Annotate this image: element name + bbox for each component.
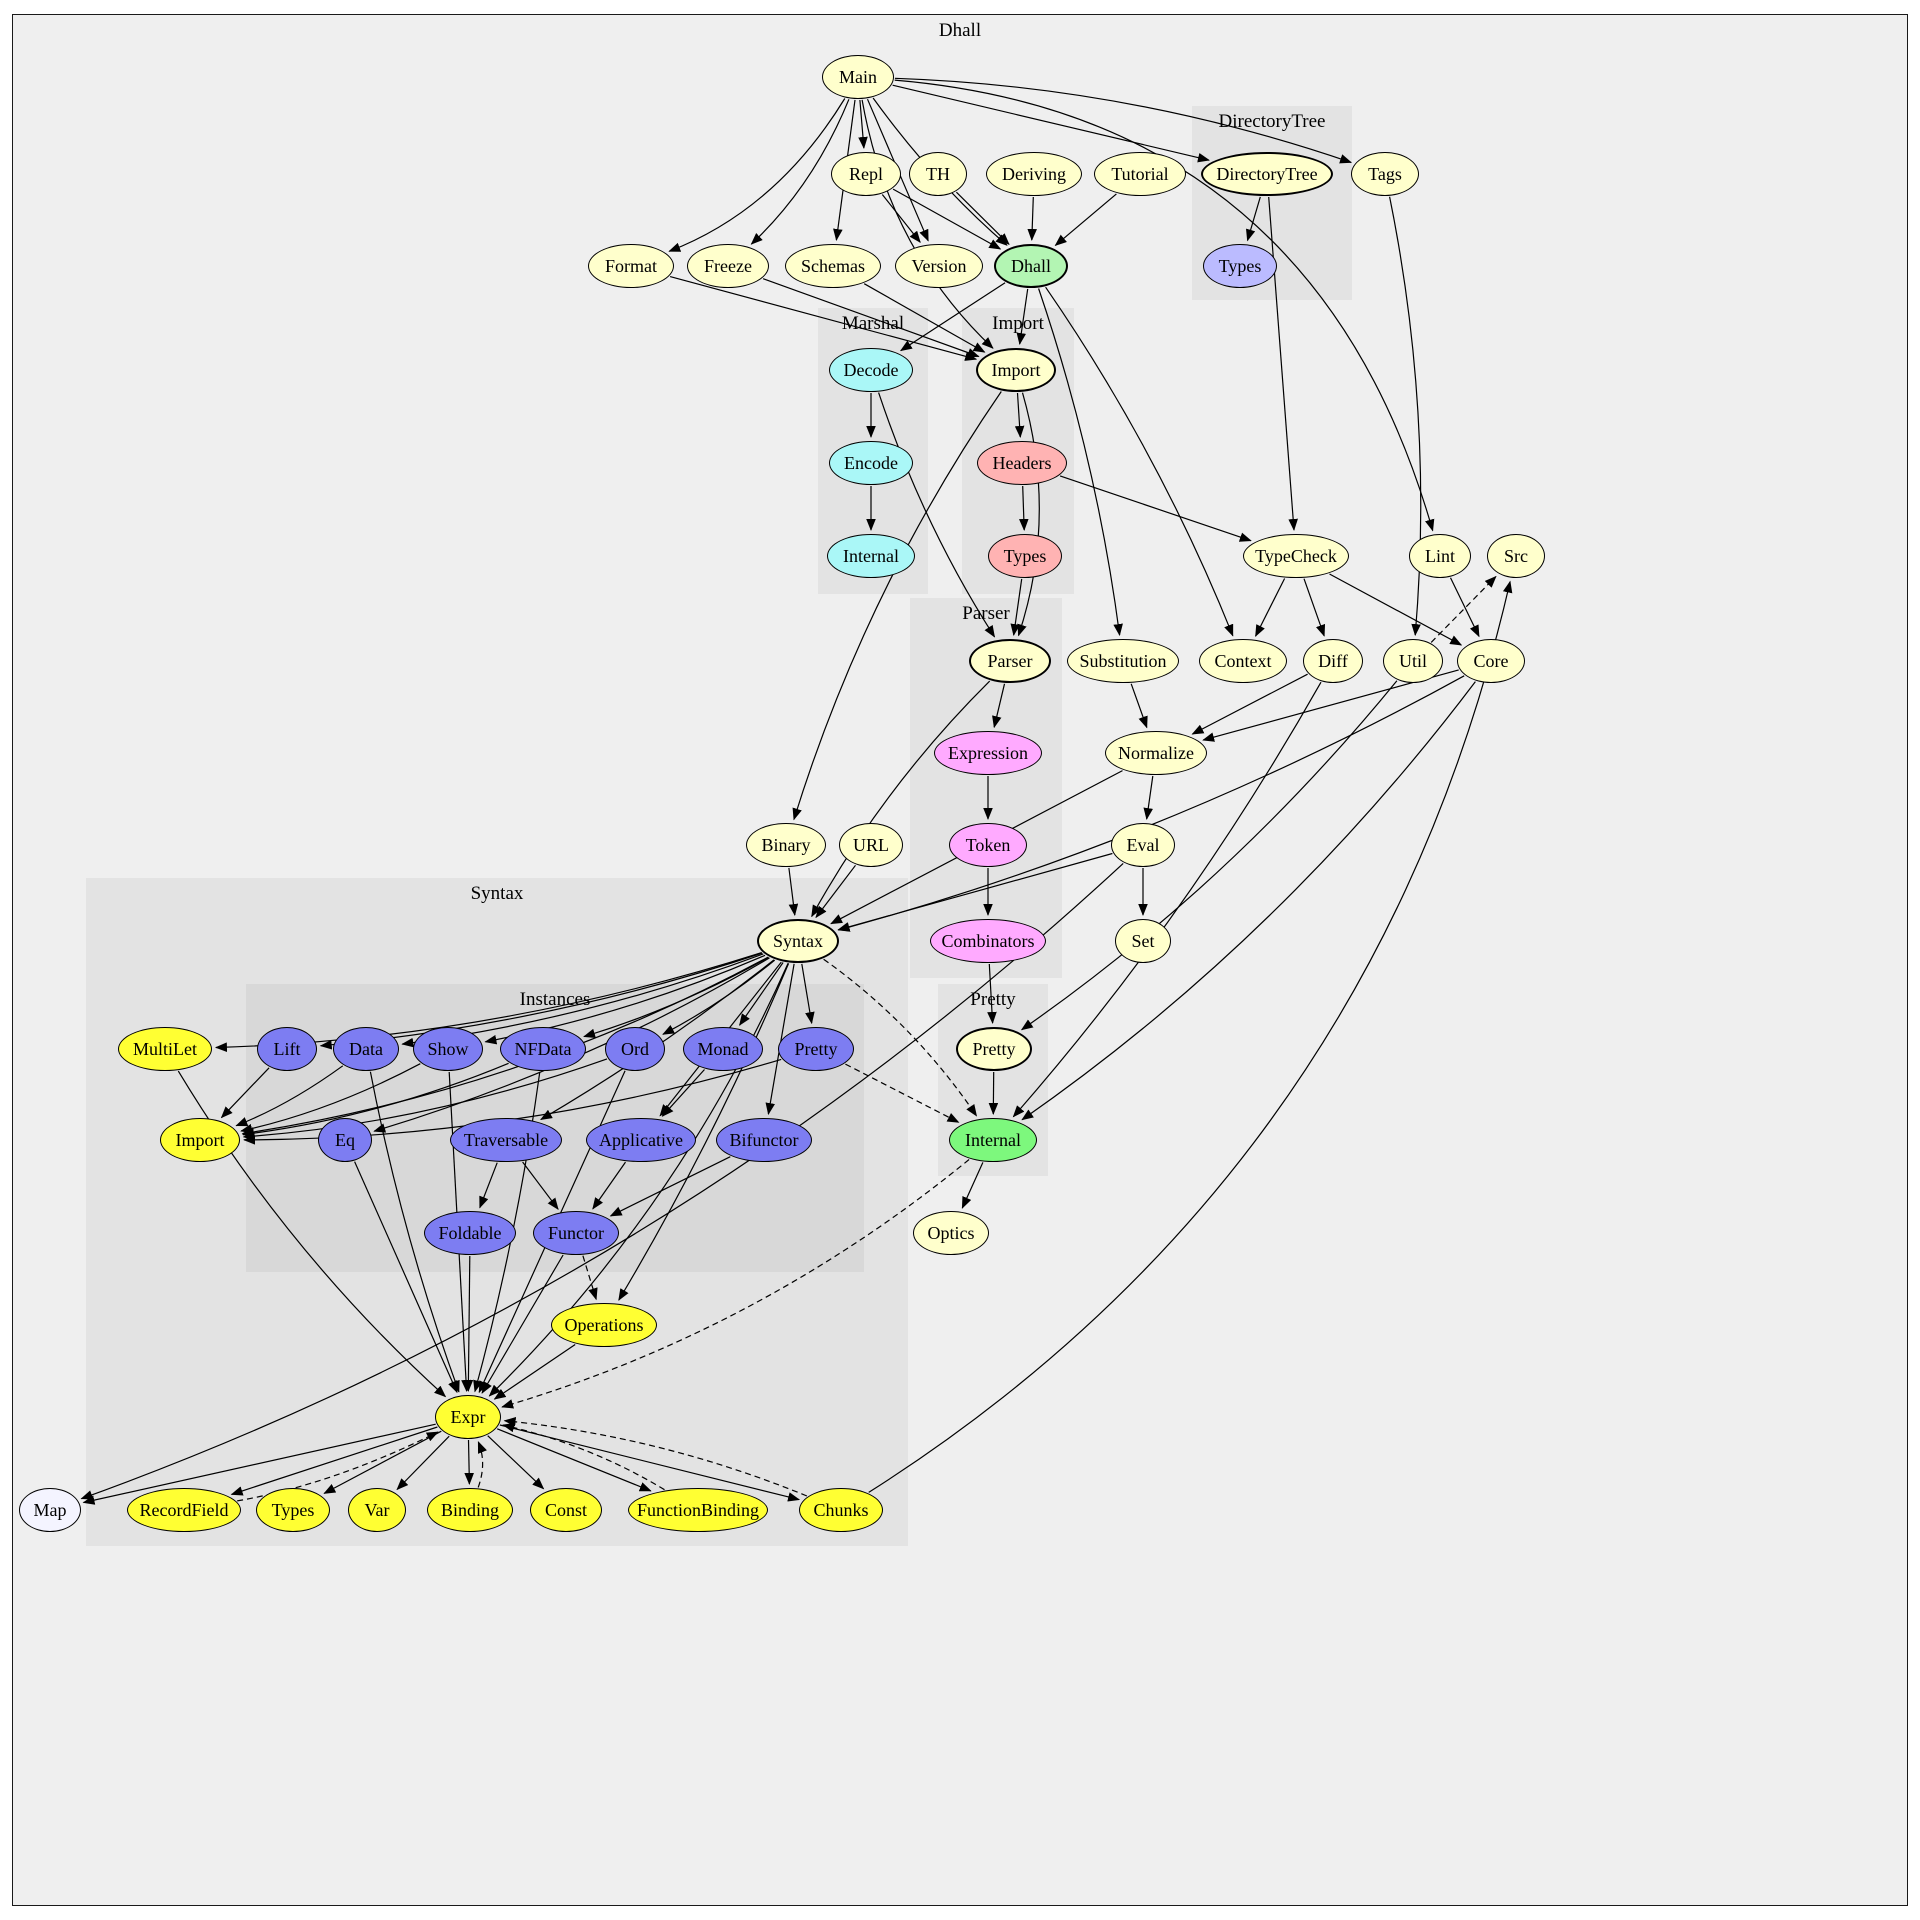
node-syntax: Syntax <box>757 919 839 963</box>
node-nfdata: NFData <box>500 1027 586 1071</box>
node-headers: Headers <box>977 441 1067 485</box>
node-lint: Lint <box>1409 534 1471 578</box>
node-functionbinding: FunctionBinding <box>628 1488 768 1532</box>
node-const: Const <box>530 1488 602 1532</box>
node-eval: Eval <box>1111 823 1175 867</box>
node-optics: Optics <box>913 1211 989 1255</box>
node-foldable: Foldable <box>424 1211 516 1255</box>
node-inst_pretty: Pretty <box>778 1027 854 1071</box>
node-pretty: Pretty <box>956 1027 1032 1071</box>
node-deriving: Deriving <box>986 152 1082 196</box>
node-binary: Binary <box>746 823 826 867</box>
node-monad: Monad <box>683 1027 763 1071</box>
node-map: Map <box>19 1488 81 1532</box>
node-decode: Decode <box>829 348 913 392</box>
node-traversable: Traversable <box>450 1118 562 1162</box>
node-dhall: Dhall <box>994 244 1068 288</box>
node-lift: Lift <box>257 1027 317 1071</box>
node-main: Main <box>822 55 894 99</box>
node-repl: Repl <box>831 152 901 196</box>
node-import_main: Import <box>976 348 1056 392</box>
node-schemas: Schemas <box>785 244 881 288</box>
node-core: Core <box>1457 639 1525 683</box>
node-import_types: Types <box>988 534 1062 578</box>
node-syntax_types: Types <box>256 1488 330 1532</box>
node-ord: Ord <box>605 1027 665 1071</box>
node-set: Set <box>1115 919 1171 963</box>
cluster-label-dhall: Dhall <box>938 20 982 41</box>
node-version: Version <box>895 244 983 288</box>
node-directorytree: DirectoryTree <box>1201 152 1333 196</box>
node-url: URL <box>839 823 903 867</box>
node-diff: Diff <box>1303 639 1363 683</box>
node-context: Context <box>1199 639 1287 683</box>
node-operations: Operations <box>551 1303 657 1347</box>
node-data: Data <box>333 1027 399 1071</box>
node-dt_types: Types <box>1203 244 1277 288</box>
node-substitution: Substitution <box>1067 639 1179 683</box>
node-typecheck: TypeCheck <box>1243 534 1349 578</box>
node-recordfield: RecordField <box>127 1488 241 1532</box>
node-th: TH <box>909 152 967 196</box>
node-expr: Expr <box>435 1395 501 1439</box>
node-util: Util <box>1383 639 1443 683</box>
node-var: Var <box>348 1488 406 1532</box>
node-marshal_internal: Internal <box>827 534 915 578</box>
node-chunks: Chunks <box>799 1488 883 1532</box>
node-eq: Eq <box>318 1118 372 1162</box>
node-expression: Expression <box>934 731 1042 775</box>
node-syntax_import: Import <box>160 1118 240 1162</box>
node-tags: Tags <box>1351 152 1419 196</box>
node-token: Token <box>949 823 1027 867</box>
node-multilet: MultiLet <box>118 1027 212 1071</box>
node-encode: Encode <box>829 441 913 485</box>
node-combinators: Combinators <box>930 919 1046 963</box>
node-binding: Binding <box>427 1488 513 1532</box>
node-bifunctor: Bifunctor <box>716 1118 812 1162</box>
node-normalize: Normalize <box>1105 731 1207 775</box>
node-functor: Functor <box>533 1211 619 1255</box>
node-freeze: Freeze <box>687 244 769 288</box>
node-tutorial: Tutorial <box>1094 152 1186 196</box>
node-parser: Parser <box>969 639 1051 683</box>
node-format: Format <box>588 244 674 288</box>
node-applicative: Applicative <box>586 1118 696 1162</box>
node-pretty_internal: Internal <box>949 1118 1037 1162</box>
node-show: Show <box>413 1027 483 1071</box>
node-src: Src <box>1487 534 1545 578</box>
